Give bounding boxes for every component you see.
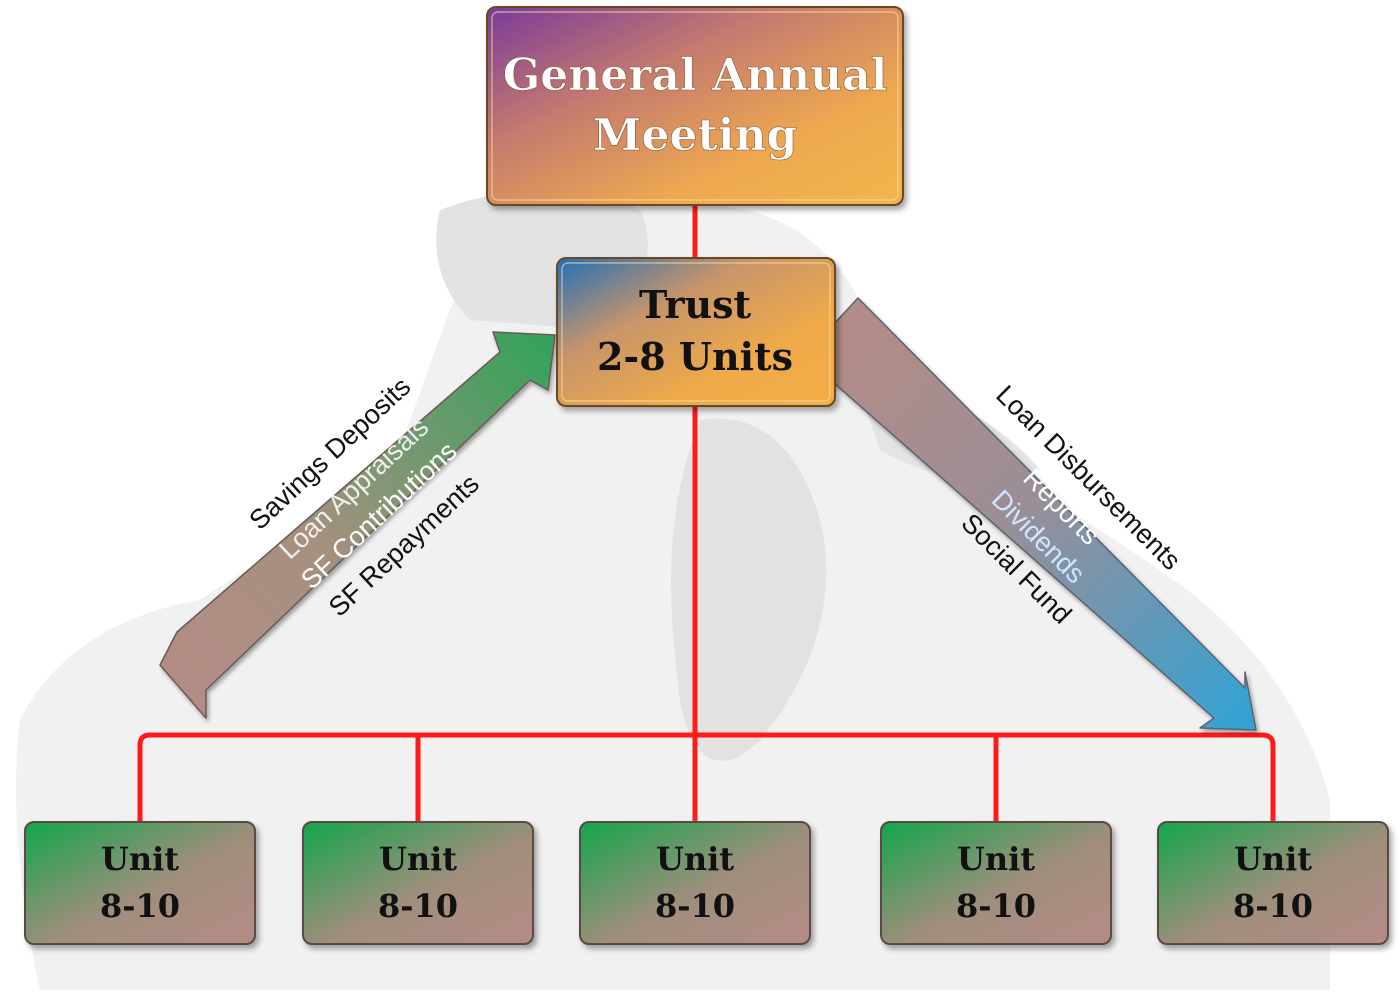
unit-box-1: Unit 8-10 — [24, 821, 256, 945]
unit-box-5: Unit 8-10 — [1157, 821, 1389, 945]
trust-box — [556, 257, 836, 407]
unit-5-range: 8-10 — [1233, 887, 1313, 925]
unit-2-label: Unit — [379, 840, 457, 878]
general-annual-meeting-box — [486, 6, 904, 206]
unit-4-label: Unit — [957, 840, 1035, 878]
trust-title-line2: 2-8 Units — [597, 334, 793, 379]
gam-title-line2: Meeting — [593, 110, 798, 161]
unit-1-range: 8-10 — [100, 887, 180, 925]
unit-box-2: Unit 8-10 — [302, 821, 534, 945]
unit-box-3: Unit 8-10 — [579, 821, 811, 945]
trust-title-line1: Trust — [639, 282, 752, 327]
units-branch-connector — [137, 732, 1276, 822]
unit-2-range: 8-10 — [378, 887, 458, 925]
unit-1-label: Unit — [101, 840, 179, 878]
unit-4-range: 8-10 — [956, 887, 1036, 925]
upward-flow-arrow-icon — [159, 331, 556, 719]
unit-5-label: Unit — [1234, 840, 1312, 878]
downward-flow-arrow-icon — [804, 297, 1257, 731]
unit-box-4: Unit 8-10 — [880, 821, 1112, 945]
unit-3-label: Unit — [656, 840, 734, 878]
connector-lines — [137, 205, 1276, 822]
gam-title-line1: General Annual — [503, 50, 888, 101]
unit-3-range: 8-10 — [655, 887, 735, 925]
